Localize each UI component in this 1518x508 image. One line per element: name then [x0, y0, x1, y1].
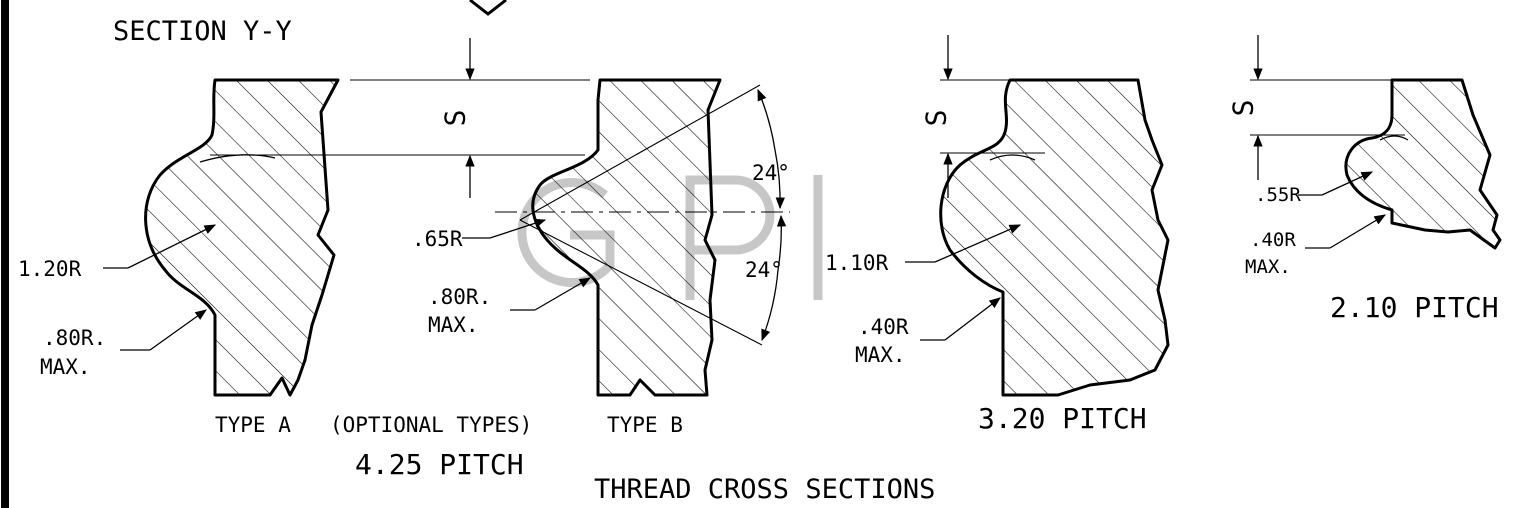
- type-b-crest-radius-leader: [489, 218, 547, 239]
- angle-arc-lower-arrow-b: [761, 269, 779, 342]
- pitch-210-label: 2.10 PITCH: [1330, 291, 1499, 324]
- pitch-320-label: 3.20 PITCH: [978, 402, 1147, 435]
- type-b-root-radius-leader: [534, 277, 592, 311]
- type-b-root-radius-label-line1: .80R.: [428, 285, 491, 309]
- flank-line-lower: [519, 219, 763, 346]
- pitch-210-thread-profile: [1344, 78, 1502, 250]
- type-b-crest-radius-label: .65R: [412, 227, 463, 251]
- pitch-210-root-radius-leader: [1329, 214, 1387, 249]
- pitch-320-crest-radius-label: 1.10R: [825, 251, 889, 275]
- type-a-root-radius-leader: [149, 309, 207, 351]
- pitch-210-crest-radius-leader: [1321, 171, 1374, 196]
- pitch-320-crest-arc: [989, 154, 1036, 161]
- pitch-210-crest-arc: [1379, 135, 1409, 141]
- pitch-320-root-radius-leader: [944, 297, 1001, 341]
- pitch-210-root-radius-label-line1: .40R: [1250, 229, 1296, 251]
- s-dimension-320-label: S: [920, 110, 953, 127]
- type-b-thread-profile: [531, 78, 722, 397]
- pitch-210-root-radius-label-line2: MAX.: [1245, 256, 1291, 278]
- angle-arc-upper-arrow-b: [774, 149, 785, 210]
- type-b-label: TYPE B: [607, 413, 683, 437]
- s-dimension-210-label: S: [1227, 100, 1260, 117]
- angle-arc-lower-arrow: [776, 214, 787, 271]
- pitch-320-root-radius-label-line2: MAX.: [855, 343, 906, 367]
- s-dimension-label: S: [439, 110, 472, 127]
- pitch-425-label: 4.25 PITCH: [355, 448, 524, 481]
- type-a-label: TYPE A: [215, 413, 291, 437]
- pitch-320-crest-radius-leader: [934, 224, 1022, 263]
- flank-line-upper: [519, 84, 761, 221]
- pitch-320-thread-profile: [939, 78, 1170, 397]
- optional-types-label: (OPTIONAL TYPES): [330, 413, 532, 437]
- pitch-320-root-radius-label-line1: .40R: [858, 315, 909, 339]
- section-title: SECTION Y-Y: [113, 16, 292, 47]
- type-a-root-radius-label-line2: MAX.: [40, 355, 91, 379]
- angle-arc-upper-arrow: [757, 88, 776, 151]
- angle-label-upper: 24°: [752, 161, 790, 185]
- type-a-crest-arc: [199, 154, 276, 163]
- type-a-crest-radius-label: 1.20R: [18, 257, 82, 281]
- angle-label-lower: 24°: [745, 258, 783, 282]
- drawing-title: THREAD CROSS SECTIONS: [594, 474, 935, 505]
- section-marker-symbol: [469, 0, 507, 16]
- type-a-crest-radius-leader: [127, 224, 217, 269]
- type-a-thread-profile: [144, 78, 340, 397]
- type-a-root-radius-label-line1: .80R.: [43, 326, 106, 350]
- pitch-210-crest-radius-label: .55R: [1255, 184, 1301, 206]
- type-b-root-radius-label-line2: MAX.: [428, 313, 479, 337]
